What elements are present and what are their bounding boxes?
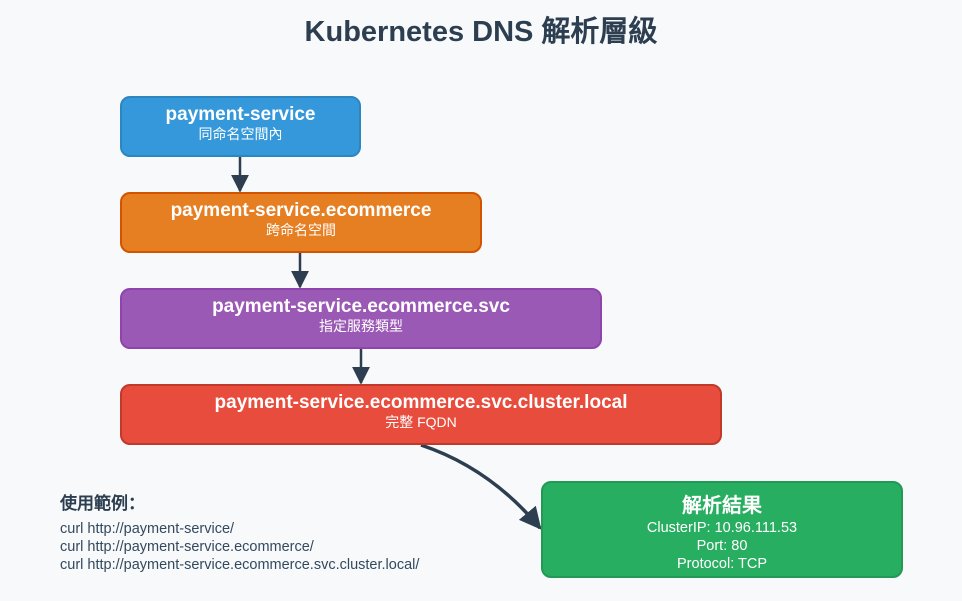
example-line: curl http://payment-service.ecommerce/ [60,539,314,555]
example-line: curl http://payment-service.ecommerce.sv… [60,557,420,573]
node-name: payment-service.ecommerce [170,200,432,221]
examples-heading: 使用範例： [60,494,145,513]
result-line: Protocol: TCP [677,556,767,572]
node-description: 指定服務類型 [319,318,403,334]
dns-node-fqdn: payment-service.ecommerce.svc.cluster.lo… [120,384,722,445]
usage-examples: 使用範例： curl http://payment-service/ curl … [60,489,419,574]
result-title: 解析結果 [682,495,762,517]
result-line: ClusterIP: 10.96.111.53 [646,520,798,536]
edge-4-to-result [420,443,542,530]
node-name: payment-service.ecommerce.svc.cluster.lo… [214,392,628,413]
dns-node-namespace: payment-service.ecommerce 跨命名空間 [120,192,482,253]
node-description: 同命名空間內 [198,126,283,142]
node-name: payment-service [165,104,316,125]
node-description: 完整 FQDN [385,414,457,430]
example-line: curl http://payment-service/ [60,521,235,537]
dns-node-short-name: payment-service 同命名空間內 [120,96,361,157]
node-description: 跨命名空間 [266,222,336,238]
resolution-result-node: 解析結果 ClusterIP: 10.96.111.53 Port: 80 Pr… [541,481,903,578]
dns-node-svc: payment-service.ecommerce.svc 指定服務類型 [120,288,602,349]
diagram-title: Kubernetes DNS 解析層級 [304,16,658,48]
node-name: payment-service.ecommerce.svc [212,296,510,317]
result-line: Port: 80 [696,538,748,554]
